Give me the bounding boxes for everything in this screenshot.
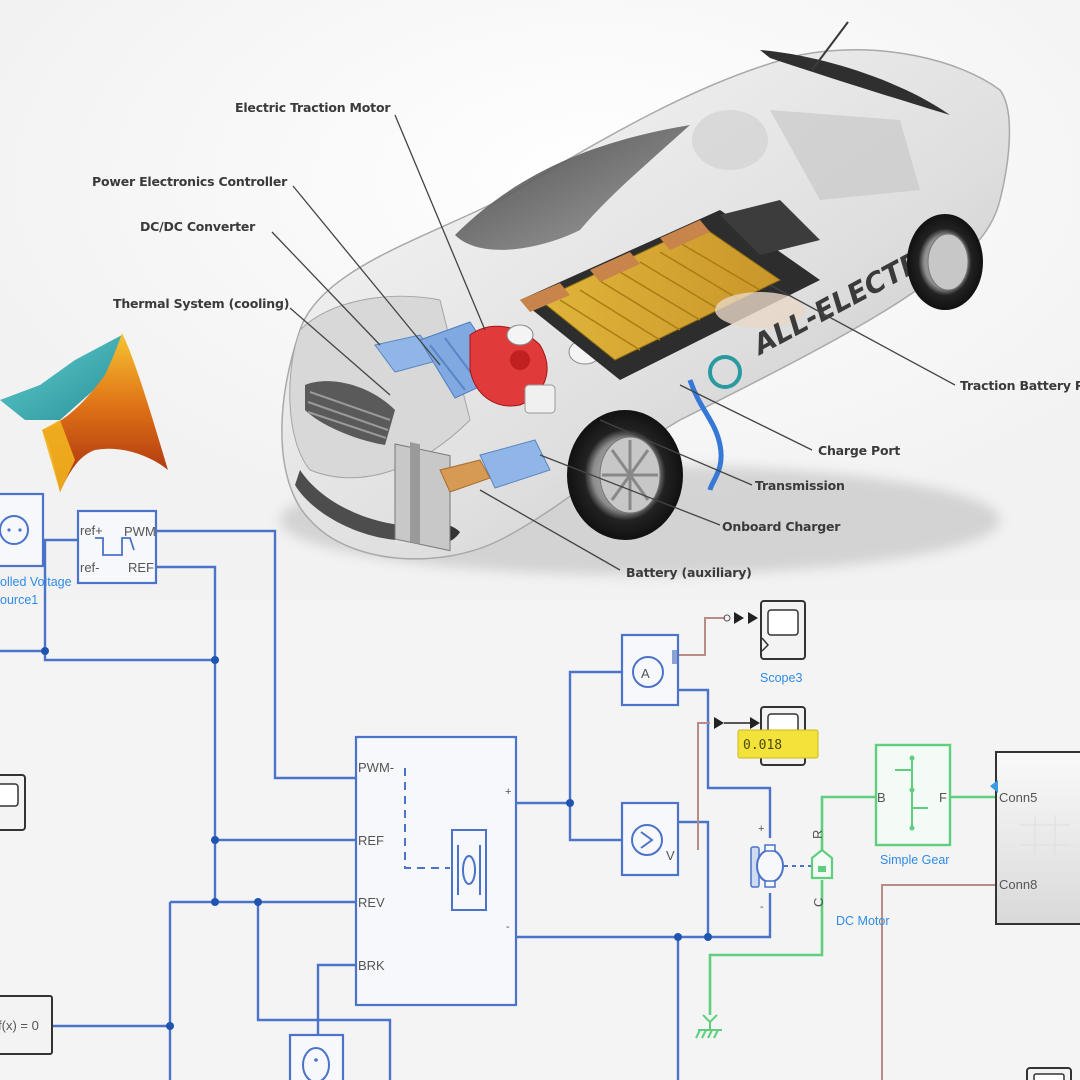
leader-battery [769,284,956,386]
leader-motor [394,114,486,331]
simulink-diagram: olled Voltage ource1 ref+ ref- PWM REF f… [0,492,1080,1080]
voltage-source-block-bottom[interactable] [288,1033,345,1080]
voltage-sensor-block[interactable] [620,801,680,877]
front-grille [305,381,395,445]
motor-port-r: R [810,830,825,839]
mechanical-wires [708,795,998,1015]
callout-transmission: Transmission [755,478,845,493]
leader-pec [292,185,441,366]
charge-cable [687,379,724,491]
pwm-port-ref: REF [128,560,154,575]
simple-gear-block[interactable] [874,743,952,847]
dc-motor-label: DC Motor [836,914,889,928]
signal-arrows [714,612,760,729]
h-bridge-port-rev: REV [358,895,385,910]
traction-battery-pack [520,200,820,380]
wire-junctions [41,647,712,1030]
h-bridge-port-pwm: PWM- [358,760,394,775]
rotational-port-marker [810,848,834,880]
rear-seat [770,110,920,200]
onboard-charger-block [439,439,551,493]
mechanical-ground-icon [695,1014,722,1039]
svg-text:-: - [506,921,510,933]
front-wheel [567,410,683,540]
scope3-block[interactable] [760,600,806,660]
rear-wheel [907,214,983,310]
callout-onboard-charger: Onboard Charger [722,519,841,534]
matlab-logo-icon [0,333,168,492]
callout-power-electronics-controller: Power Electronics Controller [92,174,288,189]
ammeter-symbol: A [641,666,650,681]
solver-configuration-block[interactable] [0,995,53,1055]
dc-motor-block[interactable]: + - [750,823,812,913]
controlled-pwm-block[interactable] [76,509,158,585]
callout-battery-auxiliary: Battery (auxiliary) [626,565,752,580]
thermal-system [394,442,451,552]
current-sensor-block[interactable] [620,633,680,707]
subsystem-port-conn8: Conn8 [999,877,1037,892]
leader-thermal [289,307,391,396]
callout-electric-traction-motor: Electric Traction Motor [235,100,391,115]
antenna [811,21,849,71]
decal-logo-icon [708,355,742,389]
controlled-voltage-source-block[interactable] [0,492,45,568]
callout-dc-dc-converter: DC/DC Converter [140,219,256,234]
electrical-wires [0,529,772,1080]
h-bridge-port-brk: BRK [358,958,385,973]
gear-port-f: F [939,790,947,805]
leader-dcdc [271,231,381,346]
voltage-source-label-line1: olled Voltage [0,575,72,589]
pwm-port-ref-minus: ref- [80,560,100,575]
svg-text:+: + [505,786,511,798]
gear-port-b: B [877,790,886,805]
scope-block-left[interactable] [0,774,26,831]
svg-text:-: - [760,901,764,913]
steering-wheel [692,110,768,170]
voltmeter-port-v: V [666,848,675,863]
leader-charge-port [679,384,813,451]
ev-car-illustration: ALL-ELECTRIC [280,21,1011,575]
motor-port-c: C [811,898,826,907]
rear-spoiler [760,50,950,115]
scope-block-bottom-right[interactable] [1026,1067,1072,1080]
traction-motor-block [469,325,556,414]
pwm-port-ref-plus: ref+ [80,523,103,538]
subsystem-port-conn5: Conn5 [999,790,1037,805]
pwm-port-pwm: PWM [124,524,156,539]
display-block[interactable] [737,706,819,766]
callout-thermal-system: Thermal System (cooling) [113,296,289,311]
signal-wires [678,617,1000,1080]
h-bridge-port-ref: REF [358,833,384,848]
windshield [455,125,690,250]
callout-leaders [271,114,956,571]
leader-transmission [599,419,753,486]
solver-label: f(x) = 0 [0,1018,39,1033]
scope3-label: Scope3 [760,671,802,685]
voltage-source-label-line2: ource1 [0,593,38,607]
svg-text:+: + [758,823,764,835]
callout-charge-port: Charge Port [818,443,900,458]
front-bumper-vent [295,470,400,540]
leader-aux-battery [479,489,621,571]
h-bridge-block[interactable]: + - [354,735,518,1007]
display-value: 0.018 [743,738,782,753]
vehicle-subsystem-block[interactable] [990,751,1080,925]
simple-gear-label: Simple Gear [880,853,949,867]
callout-traction-battery-pack: Traction Battery Pack [960,378,1080,393]
leader-charger [539,454,721,526]
